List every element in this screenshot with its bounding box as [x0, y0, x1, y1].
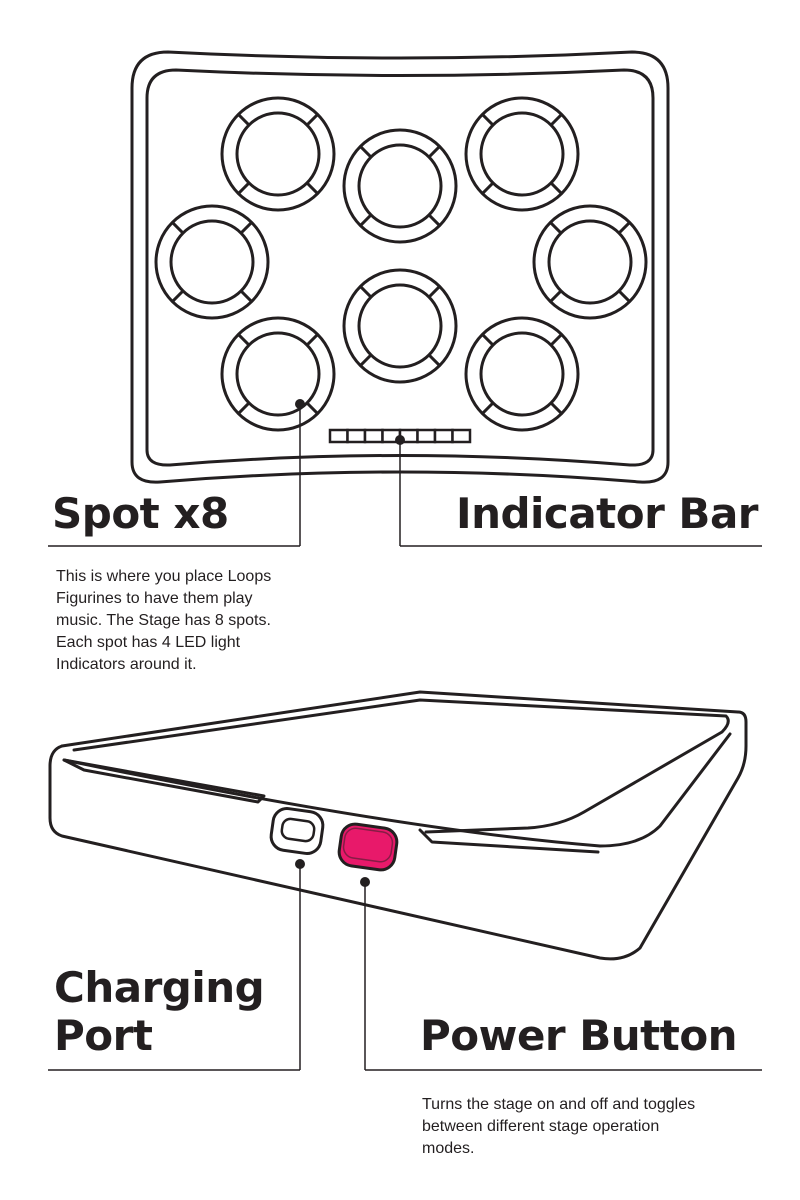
spot-led-divider	[481, 181, 495, 195]
spot-led-divider	[237, 333, 251, 347]
indicator-segment	[451, 428, 472, 444]
power-button-description: Turns the stage on and off and toggles b…	[422, 1096, 696, 1157]
spot-led-divider	[237, 113, 251, 127]
spot-led-divider	[549, 333, 563, 347]
spot-inner-circle	[479, 331, 565, 417]
charging-port-outer	[269, 807, 325, 855]
spot-led-divider	[427, 285, 441, 299]
spot-led-divider	[359, 213, 373, 227]
spot-inner-circle	[235, 331, 321, 417]
spot-leader-dot	[295, 399, 305, 409]
spot-title: Spot x8	[52, 489, 229, 538]
indicator-segment	[346, 428, 367, 444]
spot-led-divider	[305, 401, 319, 415]
power-button-shade	[342, 827, 394, 863]
stage-outer-outline	[130, 50, 670, 484]
side-leaders	[48, 864, 762, 1071]
charging-leader-dot	[295, 859, 305, 869]
side-front-lip	[62, 732, 732, 848]
spot-led-divider	[549, 289, 563, 303]
spot	[464, 96, 580, 212]
spot-led-divider	[237, 181, 251, 195]
spot-led-divider	[481, 113, 495, 127]
charging-port	[269, 807, 325, 855]
spot-led-divider	[481, 401, 495, 415]
spot	[220, 316, 336, 432]
spot-led-divider	[427, 353, 441, 367]
spot-led-divider	[481, 333, 495, 347]
spot-inner-circle	[479, 111, 565, 197]
indicator-segment	[433, 428, 454, 444]
power-button	[337, 822, 399, 872]
spot-led-divider	[549, 113, 563, 127]
spots-layer	[154, 96, 648, 432]
spot-led-divider	[359, 353, 373, 367]
spot-led-divider	[305, 333, 319, 347]
spot-led-divider	[237, 401, 251, 415]
spot-led-divider	[359, 285, 373, 299]
side-front-bevel	[62, 758, 266, 804]
side-top-inner-edge	[72, 698, 730, 834]
spot-led-divider	[549, 181, 563, 195]
stage-top-view	[130, 50, 670, 484]
indicator-segment	[363, 428, 384, 444]
spot-led-divider	[427, 145, 441, 159]
spot-inner-circle	[547, 219, 633, 305]
indicator-leader-dot	[395, 435, 405, 445]
spot	[342, 268, 458, 384]
indicator-bar-title: Indicator Bar	[455, 489, 759, 538]
side-front-groove	[418, 828, 600, 854]
spot-led-divider	[549, 401, 563, 415]
spot	[220, 96, 336, 212]
spot	[464, 316, 580, 432]
spot-description: This is where you place Loops Figurines …	[56, 568, 272, 673]
spot-led-divider	[305, 181, 319, 195]
stage-inner-outline	[145, 68, 655, 467]
spot-led-divider	[171, 289, 185, 303]
spot-led-divider	[617, 289, 631, 303]
power-leader-dot	[360, 877, 370, 887]
charging-port-title: Charging Port	[54, 963, 265, 1060]
side-top-surface	[60, 690, 740, 748]
spot-led-divider	[239, 221, 253, 235]
indicator-segment	[328, 428, 349, 444]
top-leaders	[48, 404, 762, 547]
spot	[342, 128, 458, 244]
side-outer-body	[48, 710, 748, 961]
stage-side-view	[48, 690, 748, 961]
spot-led-divider	[171, 221, 185, 235]
spot-led-divider	[427, 213, 441, 227]
indicator-segment	[416, 428, 437, 444]
spot-inner-circle	[357, 283, 443, 369]
indicator-bar	[328, 428, 472, 444]
spot-led-divider	[617, 221, 631, 235]
power-button-title: Power Button	[420, 1011, 738, 1060]
charging-port-inner	[280, 817, 316, 843]
spot-inner-circle	[357, 143, 443, 229]
spot-led-divider	[305, 113, 319, 127]
spot-led-divider	[239, 289, 253, 303]
spot	[154, 204, 270, 320]
spot-inner-circle	[235, 111, 321, 197]
spot-inner-circle	[169, 219, 255, 305]
spot-led-divider	[359, 145, 373, 159]
spot	[532, 204, 648, 320]
spot-led-divider	[549, 221, 563, 235]
